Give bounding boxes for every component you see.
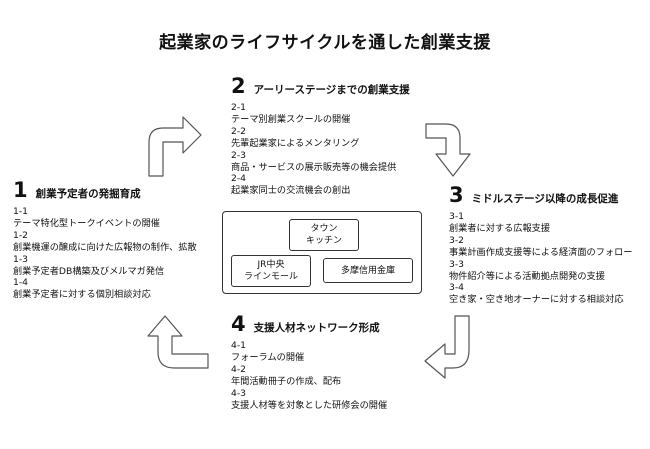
stage-2-title: アーリーステージまでの創業支援 <box>253 84 410 96</box>
jr-chuo-label-line1: JR中央 <box>257 260 285 270</box>
arrow-2-to-3-icon <box>425 123 471 177</box>
town-kitchen-label-line1: タウン <box>310 224 338 234</box>
stage-1-item: 1-2 <box>13 229 29 241</box>
stage-2-item: 2-2 <box>231 125 247 137</box>
stage-1-items: 1-1 テーマ特化型トークイベントの開催 1-2 創業機運の醸成に向けた広報物の… <box>13 206 197 301</box>
tama-shinkin-box: 多摩信用金庫 <box>323 258 413 283</box>
town-kitchen-box: タウン キッチン <box>289 219 359 251</box>
arrow-1-to-2-icon <box>148 116 202 177</box>
stage-2-item: 起業家同士の交流機会の創出 <box>231 185 351 197</box>
stage-1-item: 1-3 <box>13 253 29 265</box>
stage-3-item: 3-4 <box>449 282 465 294</box>
stage-4-item: 支援人材等を対象とした研修会の開催 <box>231 399 388 411</box>
stage-3: 3 ミドルステージ以降の成長促進 3-1 創業者に対する広報支援 3-2 事業計… <box>449 185 632 306</box>
stage-4-item: 4-3 <box>231 387 247 399</box>
stage-3-item: 3-3 <box>449 258 465 270</box>
arrow-3-to-4-icon <box>424 315 470 379</box>
jr-chuo-label-line2: ラインモール <box>243 272 298 282</box>
stage-2-item: 2-1 <box>231 102 247 113</box>
stage-1: 1 創業予定者の発掘育成 1-1 テーマ特化型トークイベントの開催 1-2 創業… <box>13 180 197 301</box>
stage-1-item: 創業機運の醸成に向けた広報物の制作、拡散 <box>13 241 197 253</box>
stage-3-item: 空き家・空き地オーナーに対する相談対応 <box>449 294 624 306</box>
stage-4-item: 年間活動冊子の作成、配布 <box>231 375 342 387</box>
stage-3-item: 3-1 <box>449 211 465 222</box>
arrow-4-to-1-icon <box>147 315 209 369</box>
stage-1-item: 創業予定者DB構築及びメルマガ発信 <box>13 265 165 277</box>
stage-2-number: 2 <box>231 74 246 98</box>
stage-3-header: 3 ミドルステージ以降の成長促進 <box>449 185 632 206</box>
stage-3-item: 創業者に対する広報支援 <box>449 222 551 234</box>
stage-3-items: 3-1 創業者に対する広報支援 3-2 事業計画作成支援等による経済面のフォロー… <box>449 211 632 306</box>
stage-4-items: 4-1 フォーラムの開催 4-2 年間活動冊子の作成、配布 4-3 支援人材等を… <box>231 340 387 411</box>
tama-shinkin-label: 多摩信用金庫 <box>340 265 395 276</box>
stage-2-item: 商品・サービスの展示販売等の機会提供 <box>231 161 397 173</box>
stage-4-header: 4 支援人材ネットワーク形成 <box>231 314 387 335</box>
stage-1-item: テーマ特化型トークイベントの開催 <box>13 217 160 229</box>
stage-2-item: 2-3 <box>231 149 247 161</box>
stage-4: 4 支援人材ネットワーク形成 4-1 フォーラムの開催 4-2 年間活動冊子の作… <box>231 314 387 411</box>
stage-1-number: 1 <box>13 178 28 202</box>
diagram-title: 起業家のライフサイクルを通した創業支援 <box>159 33 491 53</box>
stage-3-item: 事業計画作成支援等による経済面のフォロー <box>449 246 633 258</box>
stage-3-number: 3 <box>449 183 464 207</box>
stage-4-number: 4 <box>231 312 246 336</box>
stage-3-item: 3-2 <box>449 234 465 246</box>
town-kitchen-label-line2: キッチン <box>305 236 342 246</box>
stage-2-item: 2-4 <box>231 173 247 185</box>
stage-2-items: 2-1 テーマ別創業スクールの開催 2-2 先輩起業家によるメンタリング 2-3… <box>231 102 410 197</box>
stage-1-item: 1-1 <box>13 206 29 217</box>
stage-4-title: 支援人材ネットワーク形成 <box>253 322 380 334</box>
stage-3-item: 物件紹介等による活動拠点開発の支援 <box>449 270 605 282</box>
stage-1-item: 創業予定者に対する個別相談対応 <box>13 289 151 301</box>
stage-2-header: 2 アーリーステージまでの創業支援 <box>231 76 410 97</box>
jr-chuo-line-mall-box: JR中央 ラインモール <box>231 255 311 287</box>
partner-organizations-box: タウン キッチン JR中央 ラインモール 多摩信用金庫 <box>222 211 422 294</box>
stage-1-header: 1 創業予定者の発掘育成 <box>13 180 197 201</box>
stage-4-item: 4-2 <box>231 363 247 375</box>
stage-1-item: 1-4 <box>13 277 29 289</box>
stage-2-item: 先輩起業家によるメンタリング <box>231 137 360 149</box>
stage-4-item: 4-1 <box>231 340 247 351</box>
stage-2: 2 アーリーステージまでの創業支援 2-1 テーマ別創業スクールの開催 2-2 … <box>231 76 410 197</box>
stage-1-title: 創業予定者の発掘育成 <box>35 188 141 200</box>
stage-2-item: テーマ別創業スクールの開催 <box>231 113 351 125</box>
stage-3-title: ミドルステージ以降の成長促進 <box>471 193 619 205</box>
stage-4-item: フォーラムの開催 <box>231 351 305 363</box>
